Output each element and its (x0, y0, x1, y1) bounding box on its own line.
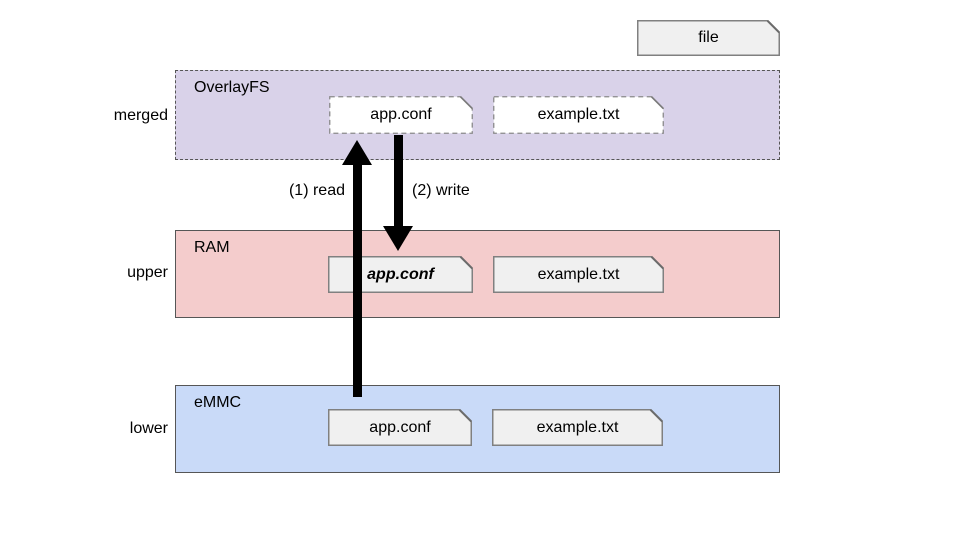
file-label-lower-exampletxt: example.txt (536, 418, 619, 436)
write-arrow-shaft (394, 135, 403, 227)
band-merged-overlayfs: OverlayFS app.conf example.txt (175, 70, 780, 160)
file-shape-icon (637, 20, 780, 56)
legend-file-shape: file (637, 20, 780, 56)
file-shape-icon (329, 96, 473, 134)
file-shape-merged-exampletxt: example.txt (493, 96, 664, 134)
file-label-merged-appconf: app.conf (370, 106, 432, 123)
file-shape-icon (493, 96, 664, 134)
file-shape-lower-exampletxt: example.txt (492, 409, 663, 446)
file-shape-upper-appconf: app.conf (328, 256, 473, 293)
side-label-upper: upper (127, 264, 168, 281)
band-title-emmc: eMMC (194, 394, 242, 411)
read-arrow-shaft (353, 163, 362, 397)
legend-file-label: file (698, 29, 719, 46)
file-label-lower-appconf: app.conf (369, 418, 431, 436)
band-lower-emmc: eMMC app.conf example.txt (175, 385, 780, 473)
file-shape-icon (328, 409, 472, 446)
file-label-merged-exampletxt: example.txt (537, 106, 620, 123)
file-shape-icon (492, 409, 663, 446)
band-title-overlayfs: OverlayFS (194, 79, 270, 96)
file-label-upper-appconf: app.conf (367, 265, 434, 283)
read-arrow-label: (1) read (288, 182, 345, 199)
file-label-upper-exampletxt: example.txt (537, 265, 620, 283)
file-shape-icon (493, 256, 664, 293)
write-arrow-head-icon (383, 226, 413, 251)
side-label-merged: merged (113, 107, 168, 124)
file-shape-upper-exampletxt: example.txt (493, 256, 664, 293)
band-title-ram: RAM (194, 239, 230, 256)
side-label-lower: lower (129, 420, 168, 437)
write-arrow-label: (2) write (412, 182, 470, 199)
read-arrow-head-icon (342, 140, 372, 165)
file-shape-icon (328, 256, 473, 293)
band-upper-ram: RAM app.conf example.txt (175, 230, 780, 318)
file-shape-merged-appconf: app.conf (329, 96, 473, 134)
file-shape-lower-appconf: app.conf (328, 409, 472, 446)
